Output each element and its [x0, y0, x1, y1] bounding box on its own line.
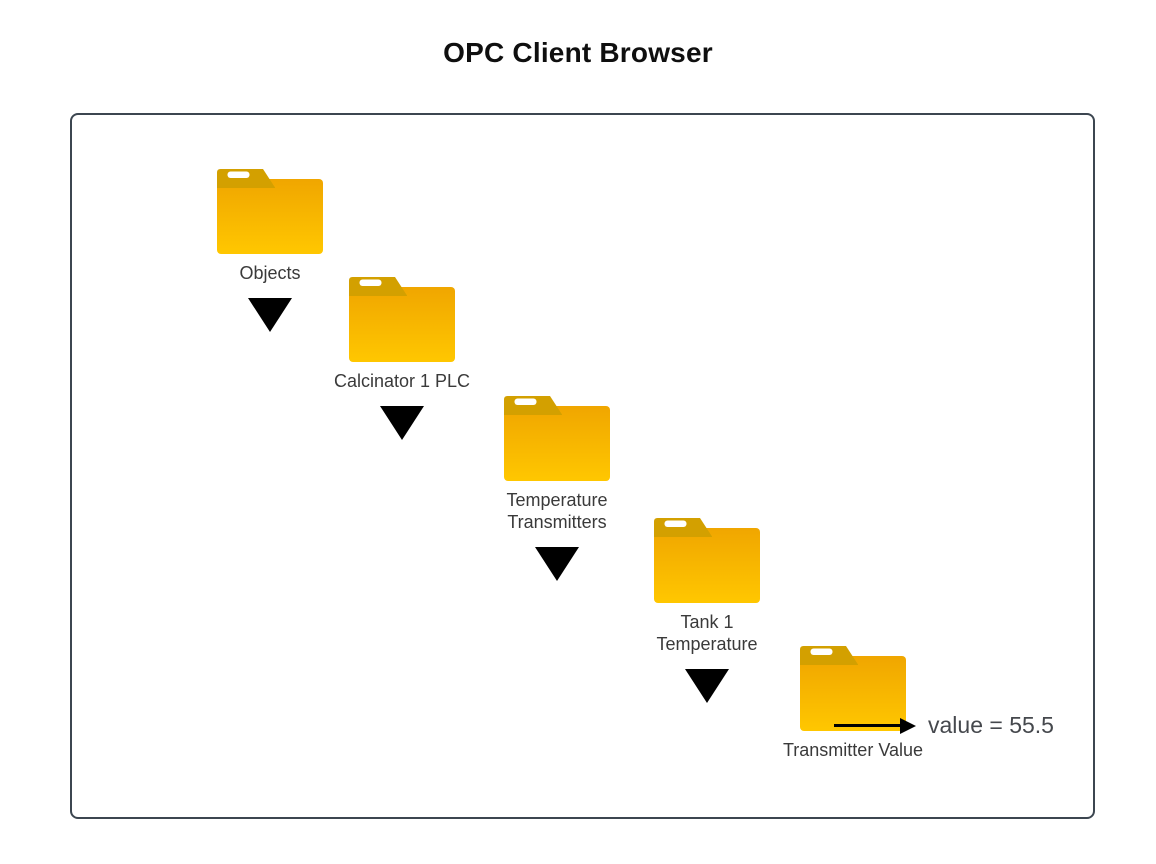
expand-down-triangle-icon: [248, 298, 292, 332]
tree-node-calcinator-1-plc: Calcinator 1 PLC: [302, 276, 502, 440]
folder-icon: [800, 646, 906, 731]
node-label: Tank 1 Temperature: [656, 612, 758, 654]
value-arrowhead-icon: [900, 718, 916, 734]
value-arrow-line: [834, 724, 902, 727]
folder-icon: [349, 277, 455, 362]
node-label: Temperature Transmitters: [506, 490, 608, 532]
node-label: Objects: [239, 263, 301, 283]
folder-icon: [217, 169, 323, 254]
diagram-panel: Objects Calcinator 1 PLC Temperature Tra…: [70, 113, 1095, 819]
value-annotation: value = 55.5: [928, 712, 1054, 738]
expand-down-triangle-icon: [535, 547, 579, 581]
tree-node-temperature-transmitters: Temperature Transmitters: [457, 395, 657, 581]
page-title: OPC Client Browser: [443, 37, 713, 68]
folder-icon: [504, 396, 610, 481]
node-label: Calcinator 1 PLC: [333, 371, 471, 391]
folder-icon: [654, 518, 760, 603]
expand-down-triangle-icon: [685, 669, 729, 703]
tree-node-transmitter-value: Transmitter Value: [753, 645, 953, 761]
tree-node-objects: Objects: [170, 168, 370, 332]
tree-node-tank-1-temperature: Tank 1 Temperature: [607, 517, 807, 703]
expand-down-triangle-icon: [380, 406, 424, 440]
node-label: Transmitter Value: [782, 740, 924, 760]
